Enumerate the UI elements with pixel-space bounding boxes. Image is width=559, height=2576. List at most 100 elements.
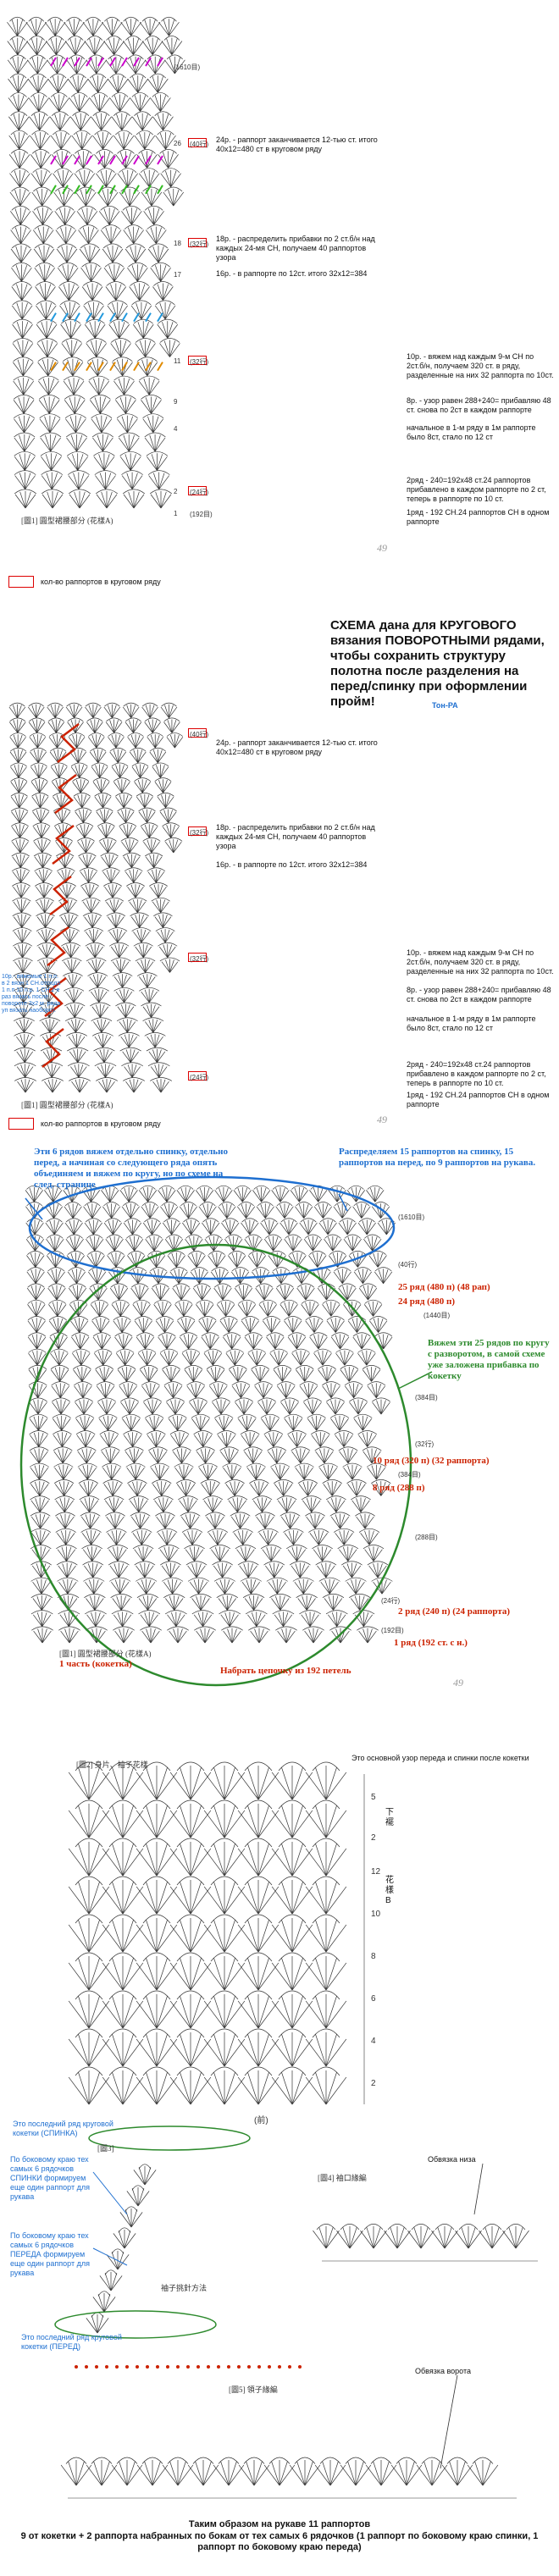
stitch-mark bbox=[158, 78, 169, 93]
stitch-mark bbox=[100, 1384, 106, 1398]
stitch-mark bbox=[135, 915, 140, 928]
stitch-mark bbox=[42, 211, 53, 225]
stitch-mark bbox=[130, 1051, 139, 1063]
stitch-mark bbox=[39, 976, 48, 988]
stitch-mark bbox=[42, 227, 49, 244]
chain-arc bbox=[348, 1316, 366, 1321]
stitch-mark bbox=[108, 1220, 113, 1235]
chain-arc bbox=[364, 1234, 381, 1239]
stitch-mark bbox=[230, 1516, 241, 1529]
stitch-mark bbox=[194, 1549, 204, 1562]
stitch-mark bbox=[118, 1563, 125, 1578]
chain-arc bbox=[109, 73, 126, 79]
stitch-mark bbox=[241, 1582, 252, 1595]
stitch-mark bbox=[77, 1451, 87, 1464]
stitch-mark bbox=[82, 227, 89, 244]
stitch-mark bbox=[20, 870, 25, 883]
chain-arc bbox=[125, 243, 146, 249]
stitch-mark bbox=[162, 1304, 172, 1317]
stitch-mark bbox=[61, 1546, 67, 1562]
chain-arc bbox=[85, 16, 102, 22]
chain-arc bbox=[122, 852, 141, 857]
chain-arc bbox=[188, 1397, 208, 1402]
stitch-mark bbox=[266, 1546, 272, 1562]
stitch-mark bbox=[363, 1271, 373, 1284]
stitch-mark bbox=[214, 1546, 221, 1562]
stitch-mark bbox=[247, 1565, 257, 1578]
stitch-mark bbox=[58, 1320, 68, 1333]
stitch-mark bbox=[108, 884, 113, 898]
stitch-mark bbox=[48, 989, 53, 1003]
rapport-highlight bbox=[157, 155, 163, 165]
stitch-mark bbox=[73, 991, 82, 1003]
stitch-mark bbox=[49, 416, 56, 433]
stitch-mark bbox=[164, 1320, 174, 1333]
stitch-mark bbox=[66, 1006, 75, 1018]
stitch-mark bbox=[305, 1612, 311, 1627]
stitch-mark bbox=[200, 1449, 206, 1463]
chain-arc bbox=[11, 186, 30, 192]
stitch-mark bbox=[79, 170, 86, 187]
stitch-mark bbox=[227, 1255, 237, 1268]
stitch-mark bbox=[245, 1546, 251, 1562]
stitch-mark bbox=[19, 132, 25, 150]
stitch-mark bbox=[144, 794, 150, 808]
stitch-mark bbox=[98, 1418, 108, 1431]
stitch-mark bbox=[69, 929, 75, 943]
stitch-mark bbox=[343, 1239, 353, 1252]
stitch-mark bbox=[123, 434, 130, 452]
stitch-mark bbox=[246, 1304, 257, 1317]
chain-arc bbox=[88, 375, 109, 381]
chain-arc bbox=[111, 762, 129, 767]
stitch-mark bbox=[357, 1203, 363, 1219]
stitch-mark bbox=[154, 1500, 164, 1512]
stitch-mark bbox=[148, 475, 159, 489]
stitch-mark bbox=[45, 286, 56, 301]
stitch-mark bbox=[114, 1336, 125, 1350]
stitch-mark bbox=[63, 170, 69, 187]
chain-arc bbox=[34, 867, 53, 872]
stitch-mark bbox=[366, 1353, 376, 1366]
stitch-mark bbox=[19, 170, 26, 187]
chain-arc bbox=[54, 186, 74, 192]
chain-arc bbox=[90, 747, 107, 752]
stitch-mark bbox=[91, 418, 102, 433]
chain-arc bbox=[67, 717, 84, 722]
stitch-mark bbox=[268, 1236, 274, 1252]
stitch-mark bbox=[84, 1418, 94, 1431]
stitch-mark bbox=[271, 1598, 281, 1611]
stitch-mark bbox=[80, 825, 86, 838]
stitch-mark bbox=[278, 1351, 284, 1366]
stitch-mark bbox=[70, 720, 76, 733]
stitch-mark bbox=[151, 454, 158, 471]
chain-arc bbox=[125, 882, 146, 887]
stitch-mark bbox=[290, 1190, 300, 1202]
stitch-mark bbox=[208, 1465, 213, 1480]
stitch-mark bbox=[101, 1021, 110, 1033]
stitch-mark bbox=[335, 1514, 340, 1529]
stitch-mark bbox=[13, 887, 22, 898]
stitch-mark bbox=[354, 1595, 361, 1611]
stitch-mark bbox=[373, 1252, 379, 1268]
stitch-mark bbox=[60, 135, 72, 150]
chain-arc bbox=[36, 942, 57, 947]
stitch-mark bbox=[377, 1579, 383, 1595]
stitch-mark bbox=[367, 1385, 377, 1398]
stitch-mark bbox=[53, 749, 58, 763]
stitch-mark bbox=[102, 1206, 112, 1219]
stitch-mark bbox=[97, 191, 108, 207]
stitch-mark bbox=[86, 1614, 97, 1627]
stitch-mark bbox=[45, 454, 52, 471]
stitch-mark bbox=[304, 1630, 314, 1644]
stitch-mark bbox=[56, 1400, 62, 1415]
stitch-mark bbox=[136, 1530, 142, 1545]
stitch-mark bbox=[335, 1400, 340, 1415]
stitch-mark bbox=[109, 97, 120, 112]
stitch-mark bbox=[237, 1304, 247, 1317]
stitch-mark bbox=[104, 1187, 111, 1202]
stitch-mark bbox=[94, 322, 101, 339]
stitch-mark bbox=[152, 1484, 162, 1496]
stitch-mark bbox=[166, 1220, 172, 1235]
stitch-mark bbox=[32, 211, 43, 225]
stitch-mark bbox=[220, 1401, 230, 1415]
